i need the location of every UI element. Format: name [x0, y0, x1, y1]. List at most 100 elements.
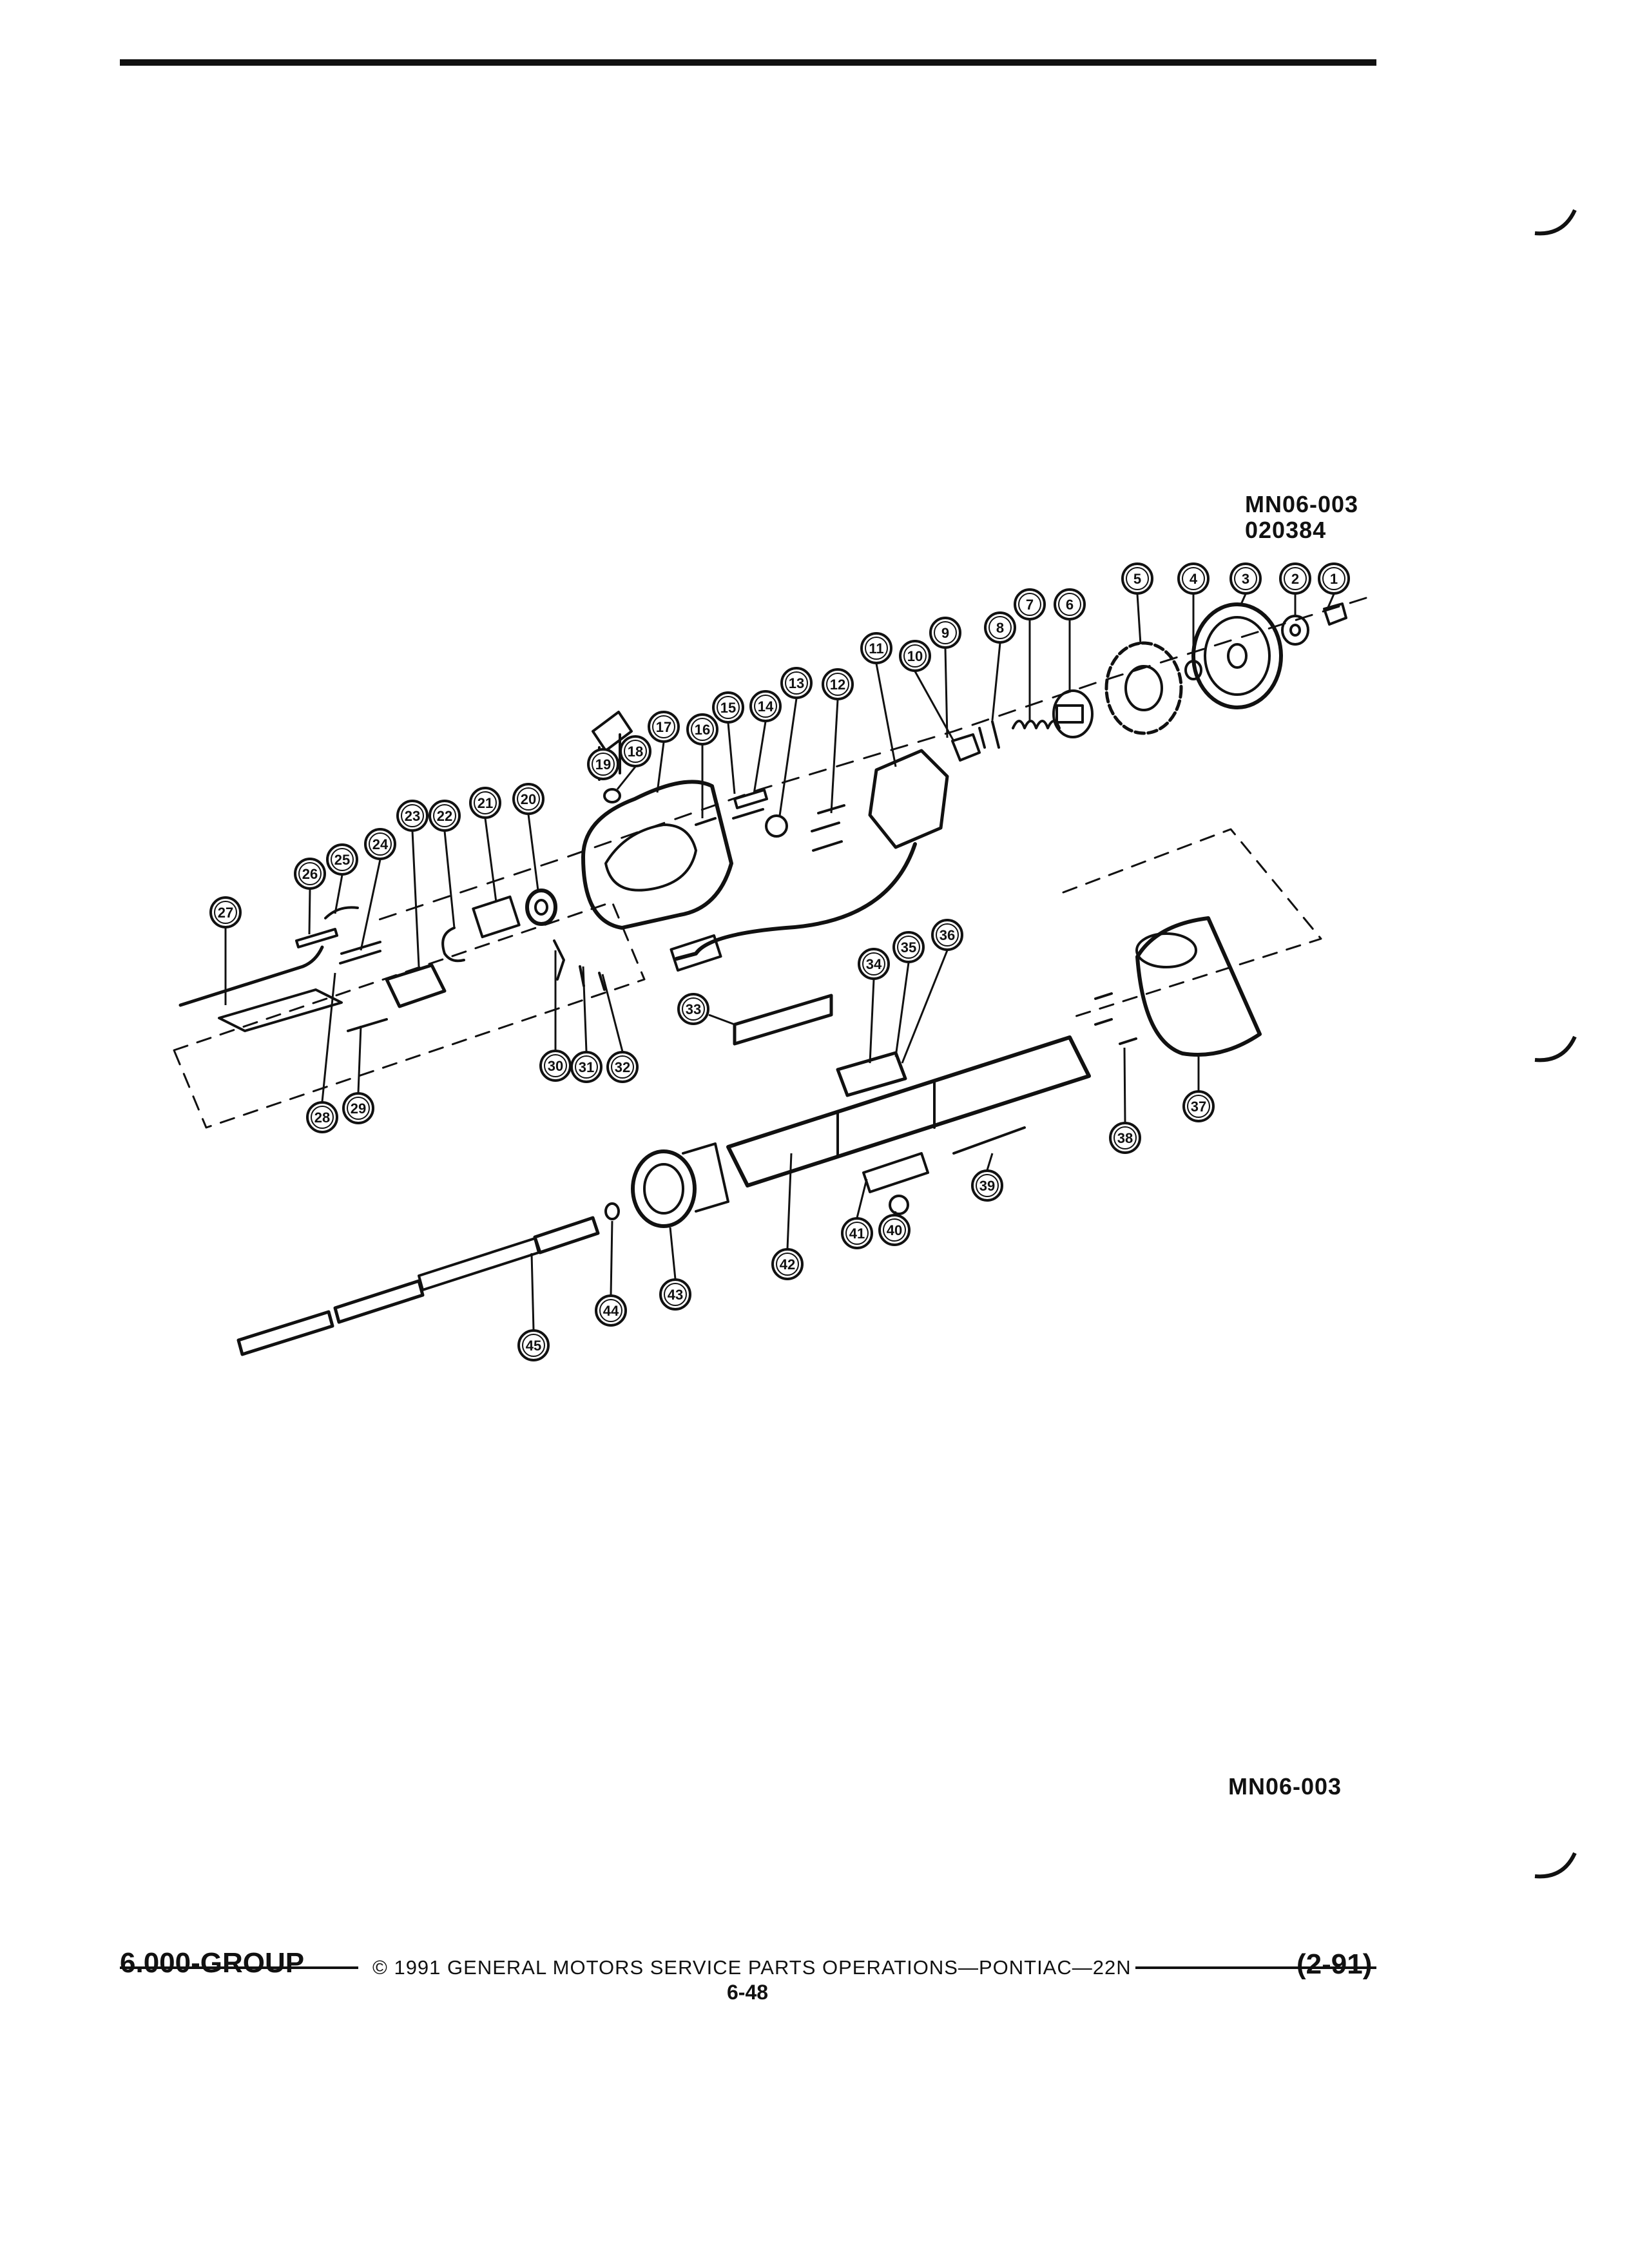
top-rule — [120, 59, 1376, 66]
callout-number: 42 — [780, 1256, 795, 1273]
callout-19: 19 — [587, 748, 619, 780]
part-adapter — [631, 1149, 697, 1228]
callout-33: 33 — [677, 993, 709, 1025]
callout-43: 43 — [659, 1278, 691, 1311]
callout-number: 24 — [372, 836, 389, 852]
margin-mark-bottom — [1534, 1852, 1577, 1879]
callout-number: 26 — [302, 866, 318, 882]
footer-rule-right — [1135, 1966, 1376, 1969]
part-thrust-washer — [765, 814, 788, 838]
callout-number: 21 — [477, 795, 493, 811]
callout-10: 10 — [899, 640, 931, 672]
part-pin — [811, 804, 845, 852]
callout-26: 26 — [294, 858, 326, 890]
part-bolt — [347, 1018, 388, 1032]
callout-4: 4 — [1177, 562, 1210, 595]
callout-number: 37 — [1191, 1099, 1206, 1115]
callout-40: 40 — [878, 1214, 911, 1246]
part-cam — [1052, 689, 1094, 738]
callout-20: 20 — [512, 783, 545, 815]
part-sector — [732, 789, 768, 820]
callout-39: 39 — [971, 1169, 1003, 1202]
callout-42: 42 — [771, 1248, 804, 1280]
callout-18: 18 — [619, 735, 651, 767]
callout-number: 5 — [1133, 571, 1141, 587]
callout-41: 41 — [841, 1217, 873, 1249]
callout-number: 39 — [979, 1178, 995, 1194]
callout-9: 9 — [929, 617, 961, 649]
part-spring — [1012, 720, 1061, 729]
callout-number: 4 — [1190, 571, 1198, 587]
detail-box-left — [173, 901, 646, 1129]
callout-22: 22 — [429, 800, 461, 832]
callout-23: 23 — [396, 800, 429, 832]
callout-number: 15 — [720, 700, 736, 716]
callout-1: 1 — [1318, 562, 1350, 595]
callout-number: 20 — [521, 791, 536, 807]
part-spring-25 — [324, 906, 359, 919]
callout-5: 5 — [1121, 562, 1153, 595]
callout-number: 41 — [849, 1225, 865, 1242]
callout-number: 29 — [351, 1100, 366, 1117]
callout-markers: 1234567891011121314151617181920212223242… — [209, 562, 1350, 1361]
callout-number: 32 — [615, 1059, 630, 1075]
callout-number: 17 — [656, 719, 671, 735]
callouts — [224, 593, 1335, 1331]
part-rod — [178, 945, 324, 1007]
callout-number: 3 — [1242, 571, 1249, 587]
callout-6: 6 — [1054, 588, 1086, 620]
part-bracket — [733, 994, 833, 1046]
part-switch-assembly — [868, 749, 949, 849]
callout-number: 34 — [866, 956, 882, 972]
callout-12: 12 — [822, 668, 854, 700]
callout-11: 11 — [860, 632, 892, 664]
drawing-identifier: MN06-003 020384 — [1245, 492, 1358, 543]
callout-number: 43 — [668, 1287, 683, 1303]
callout-number: 45 — [526, 1338, 541, 1354]
callout-32: 32 — [606, 1051, 639, 1083]
part-shroud — [1135, 916, 1262, 1057]
callout-number: 6 — [1066, 597, 1074, 613]
assembly-axis-line — [372, 597, 1367, 923]
callout-14: 14 — [749, 690, 782, 722]
part-actuator-40 — [889, 1195, 909, 1215]
callout-35: 35 — [892, 931, 925, 963]
part-jacket — [726, 1035, 1091, 1187]
callout-45: 45 — [517, 1329, 550, 1361]
callout-number: 27 — [218, 905, 233, 921]
callout-31: 31 — [570, 1051, 602, 1083]
part-bracket-41 — [862, 1152, 929, 1193]
part-wire-harness — [675, 842, 917, 961]
callout-25: 25 — [326, 843, 358, 876]
callout-number: 35 — [901, 939, 916, 956]
callout-27: 27 — [209, 896, 242, 928]
margin-mark-middle — [1534, 1035, 1577, 1062]
callout-number: 22 — [437, 808, 452, 824]
part-ring — [604, 1202, 620, 1220]
drawing-date-code: 020384 — [1245, 517, 1327, 543]
part-switch-bracket — [836, 1051, 907, 1097]
callout-15: 15 — [712, 691, 744, 724]
callout-number: 19 — [595, 756, 611, 773]
callout-number: 38 — [1117, 1130, 1133, 1146]
part-steering-shaft — [236, 1310, 334, 1356]
part-lever — [951, 733, 981, 762]
callout-number: 23 — [405, 808, 420, 824]
margin-mark-top — [1534, 209, 1577, 236]
callout-number: 16 — [695, 722, 710, 738]
callout-36: 36 — [931, 919, 963, 951]
footer-rule-left — [120, 1966, 358, 1969]
part-lock-plate — [1104, 641, 1183, 735]
part-sleeve — [472, 895, 521, 939]
part-shroud-screws — [1094, 992, 1137, 1045]
callout-44: 44 — [595, 1294, 627, 1327]
drawing-number: MN06-003 — [1245, 491, 1359, 517]
page-number: 6-48 — [727, 1981, 769, 2004]
callout-37: 37 — [1182, 1090, 1215, 1122]
callout-30: 30 — [539, 1050, 572, 1082]
part-rack-26 — [295, 928, 338, 948]
callout-21: 21 — [469, 787, 501, 819]
callout-number: 18 — [628, 744, 643, 760]
callout-3: 3 — [1229, 562, 1262, 595]
